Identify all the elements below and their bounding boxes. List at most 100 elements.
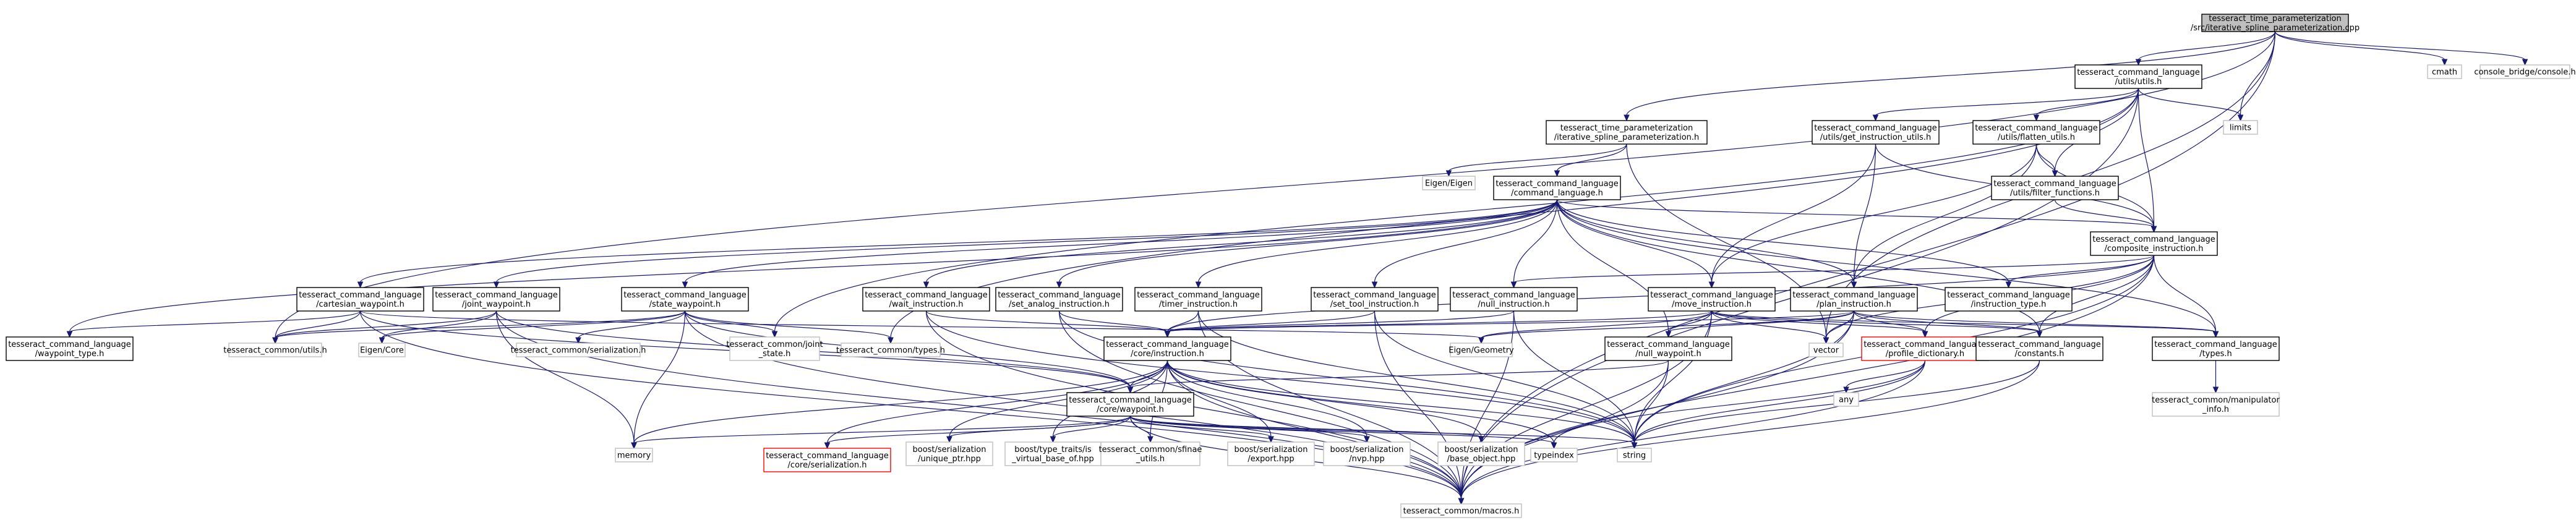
node-label: boost/serialization xyxy=(1234,445,1307,454)
node-label: /constants.h xyxy=(2014,349,2064,359)
edge-root-to-console xyxy=(2274,31,2528,66)
node-tesseract-command-language-core-instruction-h[interactable]: tesseract_command_language/core/instruct… xyxy=(1103,336,1231,361)
node-tesseract-command-language-null-instruction-h[interactable]: tesseract_command_language/null_instruct… xyxy=(1450,287,1578,312)
node-label: tesseract_command_language xyxy=(1650,291,1773,300)
node-tesseract-command-language-constants-h[interactable]: tesseract_command_language/constants.h xyxy=(1975,336,2103,361)
node-label: tesseract_time_parameterization xyxy=(2209,14,2342,23)
node-label: /wait_instruction.h xyxy=(889,300,964,309)
edge-core_wp-to-unique_ptr xyxy=(946,416,1131,443)
node-tesseract-command-language-set-analog-instruction-h[interactable]: tesseract_command_language/set_analog_in… xyxy=(995,287,1123,312)
edge-set_tool-to-string xyxy=(1374,310,1638,450)
node-tesseract-command-language-wait-instruction-h[interactable]: tesseract_command_language/wait_instruct… xyxy=(862,287,990,312)
node-label: /utils/flatten_utils.h xyxy=(1998,133,2075,142)
node-box xyxy=(1493,176,1621,200)
node-box xyxy=(1617,448,1652,462)
node-tesseract-command-language-core-serialization-h[interactable]: tesseract_command_language/core/serializ… xyxy=(763,448,891,472)
edge-cartesian-to-macros xyxy=(359,310,1465,505)
edge-cmdlang-to-plan xyxy=(1556,199,1857,289)
node-box xyxy=(2152,336,2280,361)
edge-plan-to-profile xyxy=(1853,310,1928,338)
node-label: /core/instruction.h xyxy=(1131,349,1204,359)
edge-plan-to-string xyxy=(1631,310,1855,450)
edge-null_wp-to-core_wp xyxy=(1127,360,1669,394)
edge-plan-to-eigen_geom xyxy=(1478,310,1855,344)
edge-utils-to-composite xyxy=(2137,88,2157,233)
node-limits: limits xyxy=(2223,120,2258,135)
node-tesseract-command-language-types-h[interactable]: tesseract_command_language/types.h xyxy=(2152,336,2280,361)
node-tesseract-time-parameterization-src-iterative-spline-parameterization-cpp[interactable]: tesseract_time_parameterization/src/iter… xyxy=(2191,14,2360,33)
node-box xyxy=(763,448,891,472)
node-box xyxy=(1311,287,1439,312)
node-box xyxy=(1945,287,2073,312)
node-tesseract-command-language-utils-get-instruction-utils-h[interactable]: tesseract_command_language/utils/get_ins… xyxy=(1812,120,1940,145)
node-label: Eigen/Geometry xyxy=(1448,346,1514,356)
node-box xyxy=(1648,287,1776,312)
node-label: tesseract_command_language xyxy=(1607,340,1730,349)
node-label: Eigen/Eigen xyxy=(1425,179,1473,189)
node-vector: vector xyxy=(1808,343,1844,357)
node-label: tesseract_command_language xyxy=(1993,179,2116,189)
node-tesseract-command-language-joint-waypoint-h[interactable]: tesseract_command_language/joint_waypoin… xyxy=(432,287,560,312)
node-box xyxy=(1546,120,1708,145)
node-tesseract-command-language-core-waypoint-h[interactable]: tesseract_command_language/core/waypoint… xyxy=(1066,392,1194,417)
node-label: boost/serialization xyxy=(1330,445,1403,454)
edge-plan-to-core_instr xyxy=(1164,310,1855,338)
node-tesseract-command-language-utils-filter-functions-h[interactable]: tesseract_command_language/utils/filter_… xyxy=(1991,176,2119,200)
edge-types-to-manip xyxy=(2212,360,2219,394)
node-tesseract-command-language-move-instruction-h[interactable]: tesseract_command_language/move_instruct… xyxy=(1648,287,1776,312)
node-tesseract-common-serialization-h: tesseract_common/serialization.h xyxy=(511,343,646,357)
node-label: tesseract_command_language xyxy=(766,451,889,461)
node-label: /core/waypoint.h xyxy=(1097,405,1164,414)
edge-set_tool-to-core_instr xyxy=(1164,310,1376,338)
node-label: /plan_instruction.h xyxy=(1816,300,1891,309)
node-tesseract-command-language-utils-utils-h[interactable]: tesseract_command_language/utils/utils.h xyxy=(2074,64,2202,89)
node-label: tesseract_command_language xyxy=(1452,291,1575,300)
node-label: tesseract_command_language xyxy=(865,291,988,300)
node-tesseract-command-language-timer-instruction-h[interactable]: tesseract_command_language/timer_instruc… xyxy=(1134,287,1262,312)
node-label: tesseract_command_language xyxy=(1792,291,1915,300)
node-box xyxy=(1227,441,1315,466)
node-tesseract-time-parameterization-iterative-spline-parameterization-h[interactable]: tesseract_time_parameterization/iterativ… xyxy=(1546,120,1708,145)
node-tesseract-command-language-utils-flatten-utils-h[interactable]: tesseract_command_language/utils/flatten… xyxy=(1972,120,2100,145)
node-tesseract-command-language-cartesian-waypoint-h[interactable]: tesseract_command_language/cartesian_way… xyxy=(296,287,424,312)
node-tesseract-command-language-composite-instruction-h[interactable]: tesseract_command_language/composite_ins… xyxy=(2090,231,2218,256)
node-tesseract-common-types-h: tesseract_common/types.h xyxy=(836,343,945,357)
node-box xyxy=(6,336,134,361)
edge-core_instr-to-core_wp xyxy=(1127,360,1168,394)
node-tesseract-command-language-state-waypoint-h[interactable]: tesseract_command_language/state_waypoin… xyxy=(621,287,749,312)
node-tesseract-command-language-instruction-type-h[interactable]: tesseract_command_language/instruction_t… xyxy=(1945,287,2073,312)
node-label: /profile_dictionary.h xyxy=(1886,349,1964,359)
node-box xyxy=(1530,448,1578,462)
node-box xyxy=(432,287,560,312)
edge-core_wp-to-memory xyxy=(631,416,1131,450)
node-box xyxy=(2090,231,2218,256)
node-tesseract-command-language-null-waypoint-h[interactable]: tesseract_command_language/null_waypoint… xyxy=(1604,336,1732,361)
edge-set_analog-to-core_instr xyxy=(1058,310,1171,338)
node-box xyxy=(1790,287,1918,312)
node-tesseract-command-language-set-tool-instruction-h[interactable]: tesseract_command_language/set_tool_inst… xyxy=(1311,287,1439,312)
node-box xyxy=(2074,64,2202,89)
node-box xyxy=(2152,392,2280,417)
node-tesseract-command-language-plan-instruction-h[interactable]: tesseract_command_language/plan_instruct… xyxy=(1790,287,1918,312)
node-label: /timer_instruction.h xyxy=(1159,300,1238,309)
node-label: boost/serialization xyxy=(912,445,986,454)
node-tesseract-command-language-waypoint-type-h[interactable]: tesseract_command_language/waypoint_type… xyxy=(6,336,134,361)
node-tesseract-command-language-profile-dictionary-h[interactable]: tesseract_command_language/profile_dicti… xyxy=(1861,336,1989,361)
node-box xyxy=(1004,441,1102,466)
node-tesseract-command-language-command-language-h[interactable]: tesseract_command_language/command_langu… xyxy=(1493,176,1621,200)
node-box xyxy=(1861,336,1989,361)
node-label: /utils/utils.h xyxy=(2115,77,2162,87)
edge-cmdlang-to-set_analog xyxy=(1056,199,1558,289)
edge-move-to-string xyxy=(1631,310,1713,450)
edge-plan-to-vector xyxy=(1823,310,1855,344)
node-label: console_bridge/console.h xyxy=(2474,68,2575,77)
node-box xyxy=(1103,336,1231,361)
node-label: /null_instruction.h xyxy=(1478,300,1549,309)
edge-utils-to-flatten xyxy=(2033,88,2139,122)
edge-utils-to-get_instr xyxy=(1872,88,2139,122)
edge-joint-to-macros xyxy=(495,310,1465,505)
node-box xyxy=(1400,503,1522,518)
edge-cmdlang-to-move xyxy=(1556,199,1715,289)
node-label: tesseract_command_language xyxy=(623,291,747,300)
